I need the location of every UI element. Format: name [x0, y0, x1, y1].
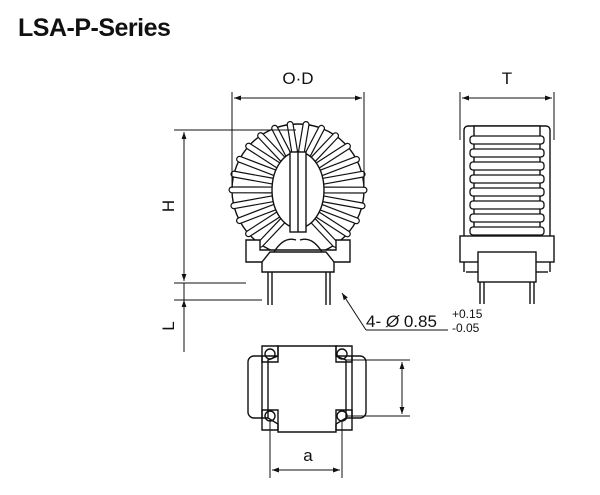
h-dimension: [174, 129, 296, 284]
tolerance-minus: -0.05: [452, 321, 480, 335]
winding-turns: [228, 120, 368, 248]
tolerance-plus: +0.15: [452, 307, 483, 321]
front-view-toroid: [228, 120, 368, 305]
side-winding-turns: [469, 135, 545, 236]
side-view: [459, 125, 555, 304]
od-dimension: [231, 92, 365, 188]
l-dimension: [174, 283, 262, 352]
a-label: a: [303, 446, 313, 465]
a-dimension: [269, 420, 343, 478]
series-title: LSA-P-Series: [18, 14, 171, 42]
pin-callout: [341, 292, 448, 331]
pin-spacing-dimension: [346, 359, 410, 417]
pin-callout-text: 4- Ø 0.85: [366, 312, 437, 331]
od-label: O·D: [282, 69, 313, 88]
t-label: T: [502, 69, 512, 88]
h-label: H: [159, 200, 178, 212]
l-label: L: [159, 321, 178, 330]
bottom-view: [247, 345, 367, 433]
t-dimension: [459, 92, 555, 140]
